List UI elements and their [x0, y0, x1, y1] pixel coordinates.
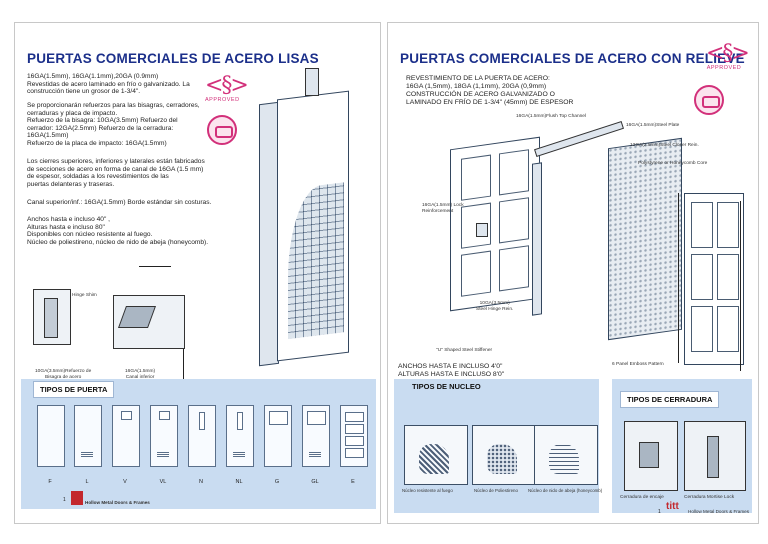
door-type-nl — [226, 405, 254, 467]
footer-brand: Hollow Metal Doors & Frames — [688, 509, 750, 514]
label-hinge-reinforcement: 10GA(3.5mm) Steel Hinge Rein. — [476, 301, 514, 312]
page-title: PUERTAS COMERCIALES DE ACERO CON RELIEVE — [400, 51, 745, 66]
core-label: Núcleo resistente al fuego — [402, 488, 453, 493]
lock-label: Cerradura de encaje — [620, 495, 664, 500]
page-number: 1 — [658, 509, 661, 515]
spec-top-channel: Canal superior/inf.: 16GA(1.5mm) Borde e… — [27, 199, 212, 206]
door-type-gl — [302, 405, 330, 467]
label-closer-reinforcement: 12GA(2.5mm)Steel Closer Rein. — [630, 143, 699, 148]
door-type-label: GL — [311, 479, 319, 485]
u-stiffener-icon — [532, 162, 542, 316]
footer-brand-logo: titt — [666, 501, 679, 512]
door-type-label: N — [199, 479, 203, 485]
label-stiffener: "U" Shaped Steel Stiffener — [436, 348, 493, 353]
spec-skin: 16GA(1.5mm), 16GA(1.1mm),20GA (0.9mm) Re… — [27, 73, 190, 96]
spec-reinforcement: Se proporcionarán refuerzos para las bis… — [27, 102, 200, 147]
dimension-line — [678, 193, 679, 363]
dimension-line — [740, 201, 741, 371]
approved-mark: <§> APPROVED — [706, 41, 750, 72]
footer-brand: Hollow Metal Doors & Frames — [85, 500, 150, 505]
label-flush-top-channel: 16GA(1.5mm)Flush Top Channel — [516, 114, 587, 119]
door-type-e — [340, 405, 368, 467]
core-types-title: TIPOS DE NUCLEO — [412, 382, 481, 391]
spec-channels: Los cierres superiores, inferiores y lat… — [27, 158, 205, 188]
core-panel-drawing — [608, 137, 682, 341]
page-number: 1 — [63, 497, 66, 503]
top-bracket-icon — [305, 68, 319, 96]
divider-vertical — [183, 349, 184, 389]
door-leaf-drawing — [277, 90, 349, 362]
approved-mark: <§> APPROVED — [205, 73, 249, 104]
polystyrene-core-icon — [472, 425, 536, 485]
label-lock-reinforcement: 16GA(1.5mm) Lock Reinforcement — [422, 203, 464, 214]
door-type-n — [188, 405, 216, 467]
door-frame-drawing — [259, 101, 279, 367]
lock-types-title: TIPOS DE CERRADURA — [620, 391, 720, 408]
door-type-label: F — [48, 479, 52, 485]
bottom-channel-icon — [113, 295, 185, 349]
door-type-label: E — [351, 479, 355, 485]
divider — [139, 266, 171, 267]
honeycomb-core-icon — [534, 425, 598, 485]
certification-seal-icon — [694, 85, 724, 115]
door-type-label: V — [123, 479, 127, 485]
core-label: Núcleo de Poliestireno — [474, 488, 518, 493]
embossed-door-panel — [450, 136, 540, 312]
door-type-vl — [150, 405, 178, 467]
brand-logo-icon — [71, 491, 83, 505]
spec-sizes: Anchos hasta e incluso 40" , Alturas has… — [27, 216, 209, 246]
lock-label: Cerradura Mortise Lock — [684, 495, 735, 500]
size-limits: ANCHOS HASTA E INCLUSO 4'0" ALTURAS HAST… — [398, 363, 505, 378]
core-label: Núcleo de nido de abeja (honeycomb) — [528, 488, 603, 493]
door-type-label: NL — [235, 479, 243, 485]
mortise-lock-icon — [624, 421, 678, 491]
label-core: Polystyrene or Honeycomb Core — [638, 161, 708, 166]
door-type-label: VL — [159, 479, 167, 485]
hinge-reinforcement-icon — [33, 289, 71, 345]
door-type-label: G — [274, 479, 280, 485]
certification-seal-icon — [207, 115, 237, 145]
page-left: PUERTAS COMERCIALES DE ACERO LISAS 16GA(… — [14, 22, 381, 524]
bottom-channel-caption: 16GA(1.5mm) Canal inferior — [125, 369, 156, 380]
door-type-g — [264, 405, 292, 467]
door-type-f — [37, 405, 65, 467]
door-type-l — [74, 405, 102, 467]
honeycomb-core-icon — [288, 182, 344, 340]
spec-skin: REVESTIMIENTO DE LA PUERTA DE ACERO: 16G… — [406, 75, 574, 106]
lock-reinforcement-icon — [476, 223, 488, 237]
page-right: PUERTAS COMERCIALES DE ACERO CON RELIEVE… — [387, 22, 759, 524]
door-type-v — [112, 405, 140, 467]
page-title: PUERTAS COMERCIALES DE ACERO LISAS — [27, 51, 319, 66]
fire-core-icon — [404, 425, 468, 485]
six-panel-door-drawing — [684, 193, 744, 365]
door-type-label: L — [85, 479, 89, 485]
label-emboss-pattern: 6 Panel Emboss Pattern — [612, 362, 664, 367]
cylindrical-lock-icon — [684, 421, 746, 491]
label-steel-plate: 16GA(1.5mm)Steel Plate — [626, 123, 680, 128]
hinge-shim-label: Hinge Shim — [72, 293, 97, 298]
door-types-title: TIPOS DE PUERTA — [33, 381, 115, 398]
